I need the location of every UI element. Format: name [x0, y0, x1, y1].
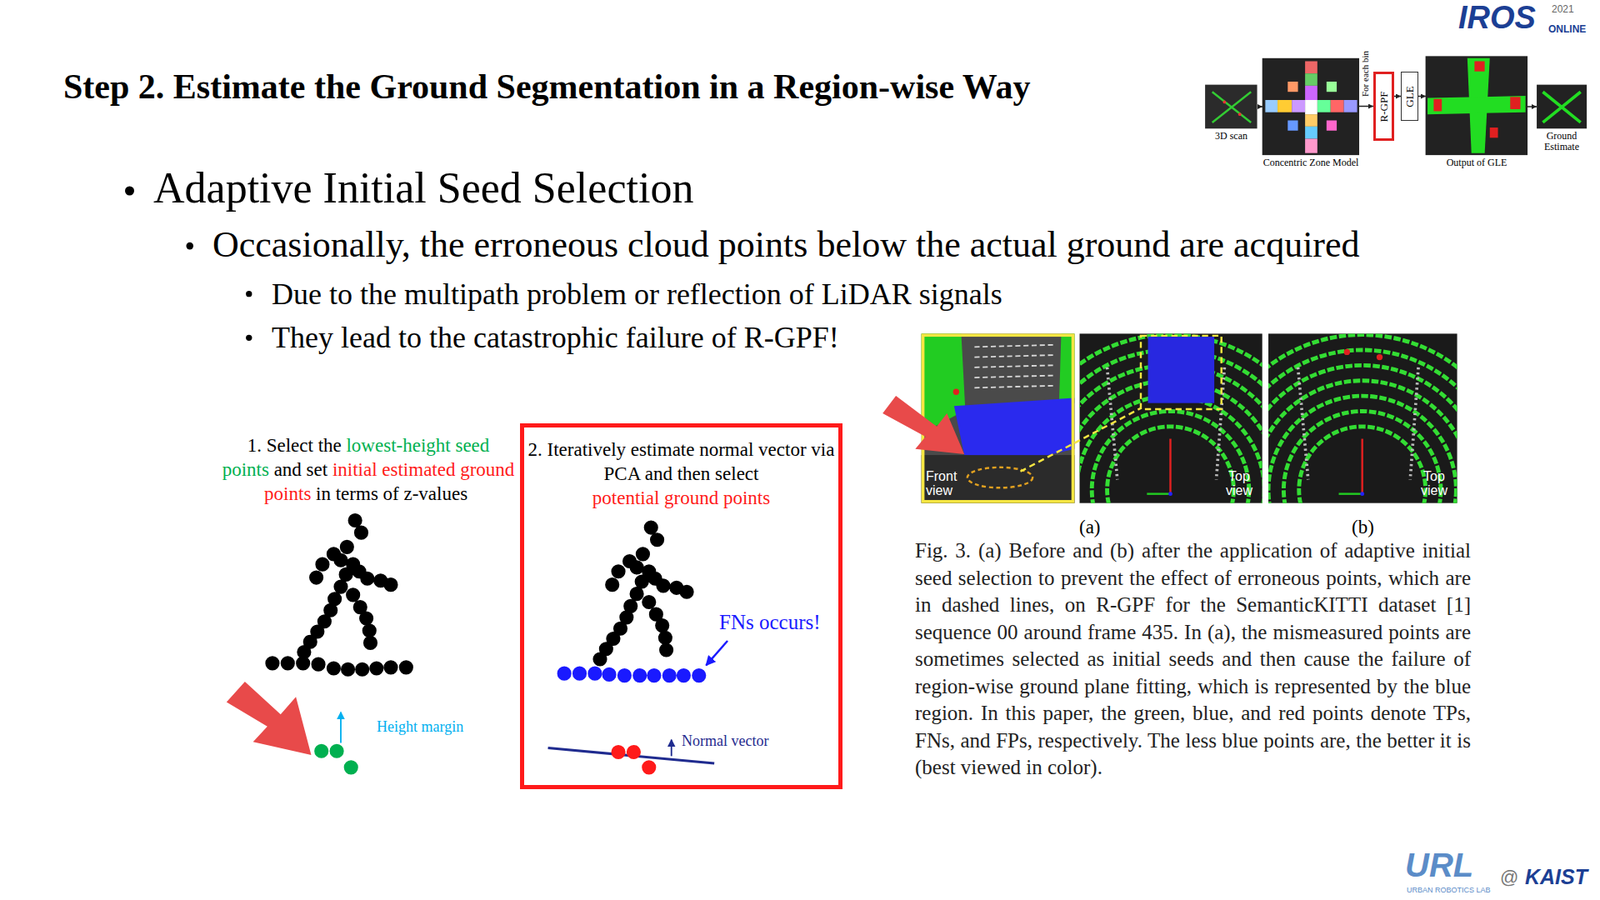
step-text: potential ground points [524, 485, 839, 510]
step-text: in terms of z-values [315, 483, 468, 505]
flow-arrow [1394, 95, 1401, 98]
node-box: R-GPF [1373, 71, 1395, 141]
sensor-origin [1168, 491, 1173, 496]
ring-points [1080, 335, 1263, 504]
fp-patches [1433, 60, 1520, 138]
bullet-text: Adaptive Initial Seed Selection [153, 163, 694, 213]
fn-region [1148, 336, 1215, 404]
lab-logo: URL [1405, 846, 1474, 885]
flow-arrow [1257, 105, 1263, 108]
node-box: 2. Iteratively estimate normal vector vi… [520, 423, 843, 790]
seed-points [321, 750, 352, 768]
pipeline-images [1205, 55, 1587, 155]
czm-image [1262, 58, 1360, 155]
fit-figure [548, 527, 729, 768]
ground-estimate-image [1536, 85, 1587, 130]
ring-points [1268, 335, 1458, 504]
node-box: Ground Estimate [1536, 85, 1587, 129]
logo-sub: ONLINE [1548, 23, 1586, 35]
step-text: and set [274, 459, 329, 480]
fn-points [564, 673, 700, 675]
node-box: Top view [1080, 333, 1263, 504]
slide-title: Step 2. Estimate the Ground Segmentation… [63, 66, 1031, 107]
module-name: R-GPF [1377, 90, 1391, 122]
bullet [125, 185, 135, 195]
subfig-label: (b) [1351, 516, 1375, 539]
ground-band [1427, 95, 1526, 115]
panel-a [882, 333, 1075, 503]
subfig-label: (a) [1079, 516, 1101, 539]
image-label: Ground Estimate [1534, 130, 1590, 153]
scan-image [1205, 85, 1257, 130]
logo-year: 2021 [1551, 3, 1575, 15]
panel-bg [1268, 333, 1458, 503]
object-points [304, 520, 391, 652]
fn-arrow [705, 640, 728, 665]
step-description: 2. Iteratively estimate normal vector vi… [524, 437, 839, 510]
flow-arrow [1527, 105, 1537, 108]
fp-point [953, 389, 960, 395]
lab-name: URBAN ROBOTICS LAB [1406, 885, 1491, 895]
bullet [245, 335, 252, 341]
fp-point [1344, 349, 1350, 355]
image-label: Output of GLE [1422, 157, 1531, 169]
normal-arrow [670, 740, 673, 757]
flow-arrow [1359, 105, 1374, 108]
module-name: GLE [1403, 85, 1417, 107]
zoom-line [1020, 408, 1140, 472]
ground-points [272, 663, 406, 670]
view-label: Top view [1415, 470, 1454, 499]
gle-output-image [1425, 55, 1528, 155]
czm-patches [1265, 60, 1357, 153]
object-points [600, 527, 687, 660]
dark-region [921, 455, 1075, 504]
sensor-origin [1360, 491, 1365, 496]
image-label: Concentric Zone Model [1244, 157, 1378, 169]
node-box: Output of GLE [1425, 55, 1528, 155]
scan-dot [1238, 112, 1242, 116]
axis-x [1360, 439, 1363, 495]
view-label: Top view [1220, 470, 1259, 499]
ground-lines [1542, 91, 1580, 123]
margin-arrow [340, 712, 342, 744]
flow-arrow [1418, 95, 1426, 98]
axis-y [1339, 492, 1363, 495]
estimated-points [618, 751, 650, 767]
bullet-text: They lead to the catastrophic failure of… [271, 320, 840, 355]
step-text: 2. Iteratively estimate normal vector vi… [528, 439, 835, 485]
dashed-box [1140, 335, 1222, 410]
figure-caption: Fig. 3. (a) Before and (b) after the app… [915, 537, 1471, 782]
logo-text: IROS [1458, 0, 1536, 36]
image-label: 3D scan [1194, 130, 1270, 142]
pointer-arrow [882, 395, 965, 455]
step-text: 1. Select the [247, 435, 342, 456]
at-sign: @ [1500, 866, 1519, 889]
view-label: Front view [925, 470, 978, 499]
node-box: GLE [1400, 71, 1419, 121]
axis-y [1146, 492, 1170, 495]
loop-label: For each bin [1360, 51, 1370, 97]
node-box: Top view [1268, 333, 1458, 504]
fp-point [1376, 354, 1383, 360]
fn-callout: FNs occurs! [719, 610, 821, 635]
scan-lines [1212, 91, 1252, 123]
node-box: Front view [921, 333, 1075, 504]
step-description: 1. Select thelowest-height seed pointsan… [218, 433, 519, 506]
bullet [185, 242, 194, 250]
node-box: 3D scan [1205, 85, 1258, 129]
scan-dot [1223, 100, 1227, 105]
bullet-text: Occasionally, the erroneous cloud points… [212, 223, 1360, 266]
bullet [245, 290, 252, 297]
margin-label: Height margin [376, 718, 464, 736]
pointer-arrow [226, 681, 312, 755]
wall-points [1298, 367, 1419, 480]
building-points [974, 345, 1053, 388]
bullet-text: Due to the multipath problem or reflecti… [271, 276, 1003, 312]
kaist-logo: KAIST [1525, 865, 1588, 890]
normal-label: Normal vector [681, 732, 769, 750]
axis-x [1169, 439, 1171, 495]
node-box: Concentric Zone Model [1262, 58, 1360, 155]
